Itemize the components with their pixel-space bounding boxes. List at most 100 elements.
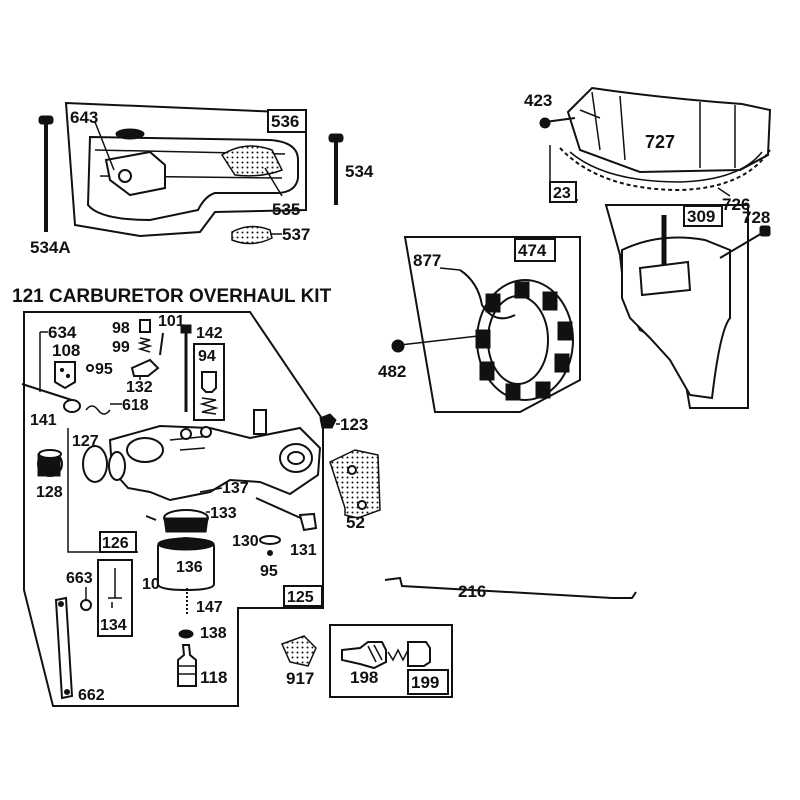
- label-133: 133: [210, 505, 237, 522]
- part-199-spring: [387, 648, 409, 662]
- box-198-199: [329, 624, 453, 698]
- label-108: 108: [52, 341, 80, 360]
- air-cleaner-element-535: [220, 145, 284, 177]
- label-727: 727: [645, 132, 675, 152]
- part-130: [259, 535, 281, 545]
- shroud-309-body: [621, 236, 731, 400]
- label-130: 130: [232, 533, 259, 550]
- label-309: 309: [687, 207, 715, 226]
- label-474: 474: [518, 241, 547, 260]
- label-147: 147: [196, 599, 223, 616]
- part-95a: [86, 364, 94, 372]
- bolt-534a-head: [38, 115, 54, 125]
- label-198: 198: [350, 668, 378, 687]
- label-141: 141: [30, 412, 57, 429]
- air-cleaner-hole: [115, 128, 145, 140]
- label-138: 138: [200, 625, 227, 642]
- part-52-gasket: [329, 449, 381, 519]
- label-123: 123: [340, 415, 368, 434]
- box-125: [283, 585, 323, 607]
- label-99: 99: [112, 339, 130, 356]
- shroud-bracket: [638, 260, 692, 297]
- part-141-plate: [63, 399, 81, 413]
- kit-title: 121 CARBURETOR OVERHAUL KIT: [12, 286, 332, 307]
- air-cleaner-bolt-hole: [118, 169, 132, 183]
- stator-lead-877: [459, 269, 516, 320]
- part-198-hatch: [367, 644, 383, 663]
- screw-423-head: [539, 117, 551, 129]
- label-537: 537: [282, 225, 310, 244]
- blower-housing-727: [566, 86, 772, 174]
- label-534a: 534A: [30, 238, 71, 257]
- part-94: [201, 371, 217, 393]
- part-618-spring: [85, 405, 111, 415]
- alternator-group: 474 877 482: [378, 236, 581, 413]
- label-125: 125: [287, 589, 314, 606]
- label-199: 199: [411, 673, 439, 692]
- carburetor-stem: [253, 409, 267, 435]
- part-133: [163, 517, 209, 533]
- leader-535: [264, 167, 283, 197]
- box-309: [683, 205, 723, 227]
- label-643: 643: [70, 108, 98, 127]
- part-134: [108, 568, 122, 608]
- part-917-group: 917: [280, 635, 317, 688]
- label-917: 917: [286, 669, 314, 688]
- part-142-head: [180, 324, 192, 334]
- label-536: 536: [271, 112, 299, 131]
- carburetor-throat: [126, 437, 164, 463]
- label-137: 137: [222, 480, 249, 497]
- label-663: 663: [66, 570, 93, 587]
- seal-537: [231, 225, 273, 245]
- label-128: 128: [36, 484, 63, 501]
- part-917: [280, 635, 317, 667]
- part-662: [54, 596, 74, 700]
- label-662: 662: [78, 687, 105, 704]
- leader-643: [94, 121, 115, 171]
- flywheel-ring-gear-inner: [569, 151, 763, 183]
- box-23: [549, 181, 577, 203]
- label-126: 126: [102, 535, 129, 552]
- screw-728-head: [759, 225, 771, 237]
- label-618: 618: [122, 397, 149, 414]
- carburetor-inlet: [108, 451, 126, 481]
- label-535: 535: [272, 200, 300, 219]
- leader-137: [199, 487, 223, 493]
- air-cleaner-group: 643 536 534 534A 535 537: [30, 101, 374, 257]
- blower-vanes: [579, 91, 736, 168]
- kit-outline: [23, 311, 324, 707]
- label-131: 131: [290, 542, 317, 559]
- part-101: [159, 332, 164, 356]
- rod-216-group: 216: [384, 576, 637, 601]
- label-94: 94: [198, 348, 216, 365]
- part-131-head: [298, 512, 318, 532]
- label-423: 423: [524, 91, 552, 110]
- carburetor-group: 121 CARBURETOR OVERHAUL KIT 634 108 95 9…: [12, 286, 381, 707]
- air-cleaner-bracket-643: [104, 150, 166, 197]
- label-216: 216: [458, 582, 486, 601]
- screw-482: [399, 335, 479, 346]
- part-663: [80, 599, 92, 611]
- part-108: [54, 361, 76, 390]
- box-536: [267, 109, 307, 133]
- screw-728: [719, 231, 765, 259]
- label-95b: 95: [260, 563, 278, 580]
- box-474: [514, 238, 556, 262]
- part-95b: [267, 550, 273, 556]
- carburetor-body: [108, 424, 322, 502]
- label-534: 534: [345, 162, 374, 181]
- part-104: [145, 515, 157, 521]
- part-94-spring: [199, 397, 219, 415]
- label-142: 142: [196, 325, 223, 342]
- solenoid-group: 198 199: [329, 624, 453, 698]
- label-95a: 95: [95, 361, 113, 378]
- label-877: 877: [413, 251, 441, 270]
- part-123: [319, 413, 337, 429]
- leader-877: [439, 267, 461, 271]
- bolt-534-head: [328, 133, 344, 143]
- leader-726: [717, 187, 731, 197]
- flywheel-ring-gear: [559, 147, 771, 192]
- label-482: 482: [378, 362, 406, 381]
- part-131: [255, 497, 306, 521]
- label-728: 728: [742, 208, 770, 227]
